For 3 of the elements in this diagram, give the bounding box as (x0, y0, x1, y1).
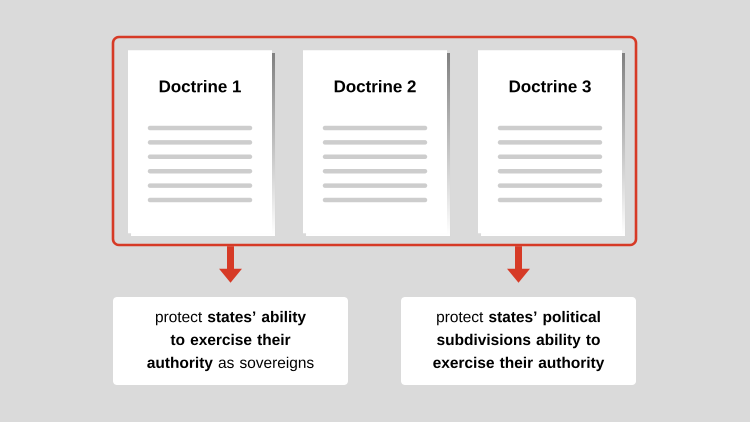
text-box: protect states’ ability to exercise their authority as sovereigns (113, 297, 348, 385)
text-box: protect states’ political subdivisions ability to exercise their authority (401, 297, 636, 385)
group-frame (112, 36, 638, 246)
